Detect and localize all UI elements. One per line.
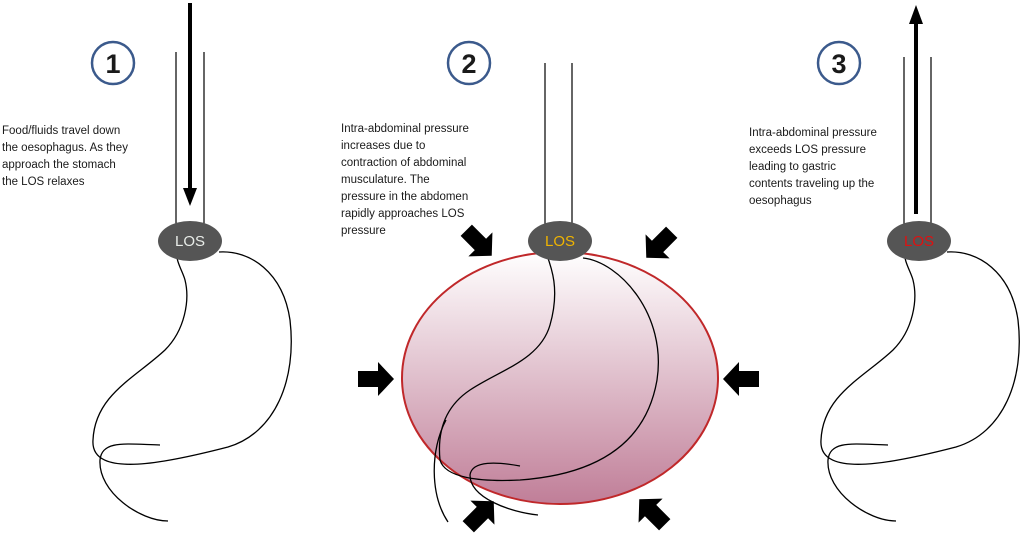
los-label-3: LOS xyxy=(904,233,934,250)
los-label-2: LOS xyxy=(545,233,575,250)
step-3-badge: 3 xyxy=(816,40,862,86)
panel-1: 1 Food/fluids travel down the oesophagus… xyxy=(2,3,292,522)
panel-2: 2 Intra-abdominal pressure increases due… xyxy=(341,40,759,539)
pressure-arrow-left-icon xyxy=(358,362,394,396)
oesophagus-3 xyxy=(903,57,932,230)
oesophagus-2 xyxy=(544,63,573,230)
los-label-1: LOS xyxy=(175,233,205,250)
los-sphincter-3: LOS xyxy=(887,221,951,261)
stomach-3 xyxy=(820,249,1020,522)
step-3-number: 3 xyxy=(831,49,846,79)
step-2-number: 2 xyxy=(461,49,476,79)
pressure-arrow-bottom-left-icon xyxy=(456,489,506,539)
los-sphincter-1: LOS xyxy=(158,221,222,261)
step-2-description: Intra-abdominal pressure increases due t… xyxy=(341,123,472,237)
pressure-arrow-right-icon xyxy=(723,362,759,396)
panel-3: 3 Intra-abdominal pressure exceeds LOS p… xyxy=(749,5,1020,522)
los-sphincter-2: LOS xyxy=(528,221,592,261)
step-2-badge: 2 xyxy=(446,40,492,86)
up-arrow xyxy=(909,5,923,214)
pressure-arrow-bottom-right-icon xyxy=(627,487,677,537)
step-1-number: 1 xyxy=(105,49,120,79)
step-1-badge: 1 xyxy=(90,40,136,86)
oesophagus-1 xyxy=(175,52,205,230)
abdomen-pressure-zone xyxy=(401,251,719,505)
stomach-1 xyxy=(92,249,292,522)
pressure-arrow-top-right-icon xyxy=(634,220,684,270)
down-arrow xyxy=(183,3,197,206)
pressure-arrow-top-left-icon xyxy=(454,218,504,268)
step-3-description: Intra-abdominal pressure exceeds LOS pre… xyxy=(749,127,880,207)
step-1-description: Food/fluids travel down the oesophagus. … xyxy=(2,125,131,188)
stomach-2 xyxy=(433,249,659,523)
